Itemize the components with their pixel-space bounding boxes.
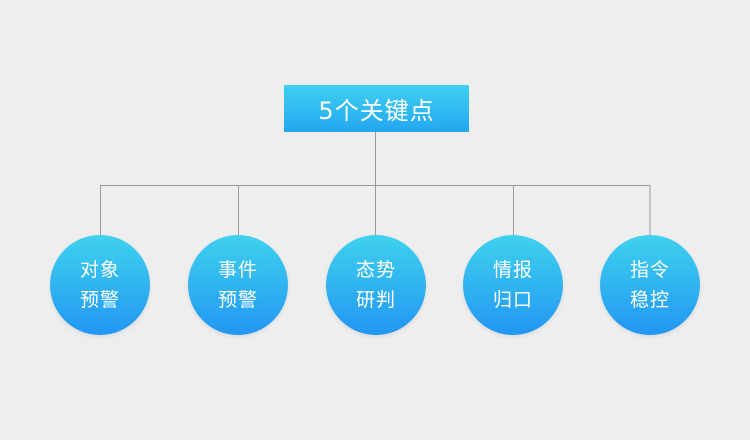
node-command-control: 指令 稳控 — [600, 235, 700, 335]
node-label-line2: 预警 — [217, 289, 258, 311]
node-event-alert: 事件 预警 — [188, 235, 288, 335]
node-label-line2: 稳控 — [629, 289, 670, 311]
node-label-line2: 预警 — [79, 289, 120, 311]
node-situation-analysis: 态势 研判 — [326, 235, 426, 335]
node-label-line1: 指令 — [629, 259, 670, 281]
root-node-label: 5个关键点 — [318, 97, 435, 125]
node-label-line1: 事件 — [217, 259, 258, 281]
node-object-alert: 对象 预警 — [50, 235, 150, 335]
node-intelligence-collection: 情报 归口 — [463, 235, 563, 335]
node-label-line1: 态势 — [355, 259, 396, 281]
node-label-line1: 情报 — [492, 259, 533, 281]
node-label-line2: 归口 — [492, 289, 533, 311]
node-label-line2: 研判 — [355, 289, 396, 311]
node-label-line1: 对象 — [79, 259, 120, 281]
root-node: 5个关键点 — [284, 85, 469, 132]
